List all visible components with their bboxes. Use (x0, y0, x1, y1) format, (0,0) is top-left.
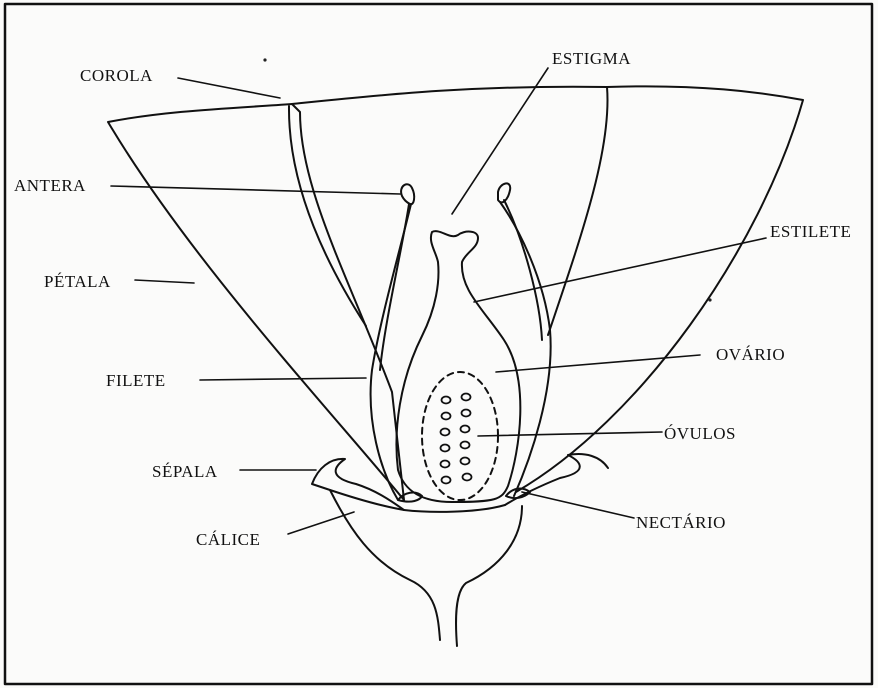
label-ovario: OVÁRIO (716, 345, 785, 365)
label-estigma: ESTIGMA (552, 49, 631, 69)
label-nectario: NECTÁRIO (636, 513, 726, 533)
ovules (441, 394, 472, 484)
label-estilete: ESTILETE (770, 222, 851, 242)
calyx-outer (330, 490, 522, 646)
label-corola: COROLA (80, 66, 153, 86)
filament-right-inner (504, 200, 542, 340)
leader-corola (178, 78, 280, 98)
label-petala: PÉTALA (44, 272, 111, 292)
stigma (396, 231, 520, 502)
label-antera: ANTERA (14, 176, 86, 196)
label-calice: CÁLICE (196, 530, 260, 550)
label-filete: FILETE (106, 371, 166, 391)
label-sepala: SÉPALA (152, 462, 218, 482)
filament-right (500, 202, 551, 496)
petal-right (516, 86, 803, 492)
leader-nectario (522, 492, 634, 518)
frame-border (5, 4, 872, 684)
leader-calice (288, 512, 354, 534)
petal-center (292, 87, 608, 335)
calyx-base (404, 505, 505, 512)
label-ovulos: ÓVULOS (664, 424, 736, 444)
leader-filete (200, 378, 366, 380)
petal-center-left-edge (289, 106, 366, 326)
pistil (396, 231, 520, 502)
filament-left-inner (380, 204, 409, 370)
calyx (312, 454, 608, 646)
leader-petala (135, 280, 194, 283)
leader-ovario (496, 355, 700, 372)
anther-left (401, 184, 414, 204)
leader-estilete (474, 238, 766, 302)
leader-ovulos (478, 432, 662, 436)
nectary-left (398, 493, 422, 502)
petal-left (108, 104, 404, 500)
